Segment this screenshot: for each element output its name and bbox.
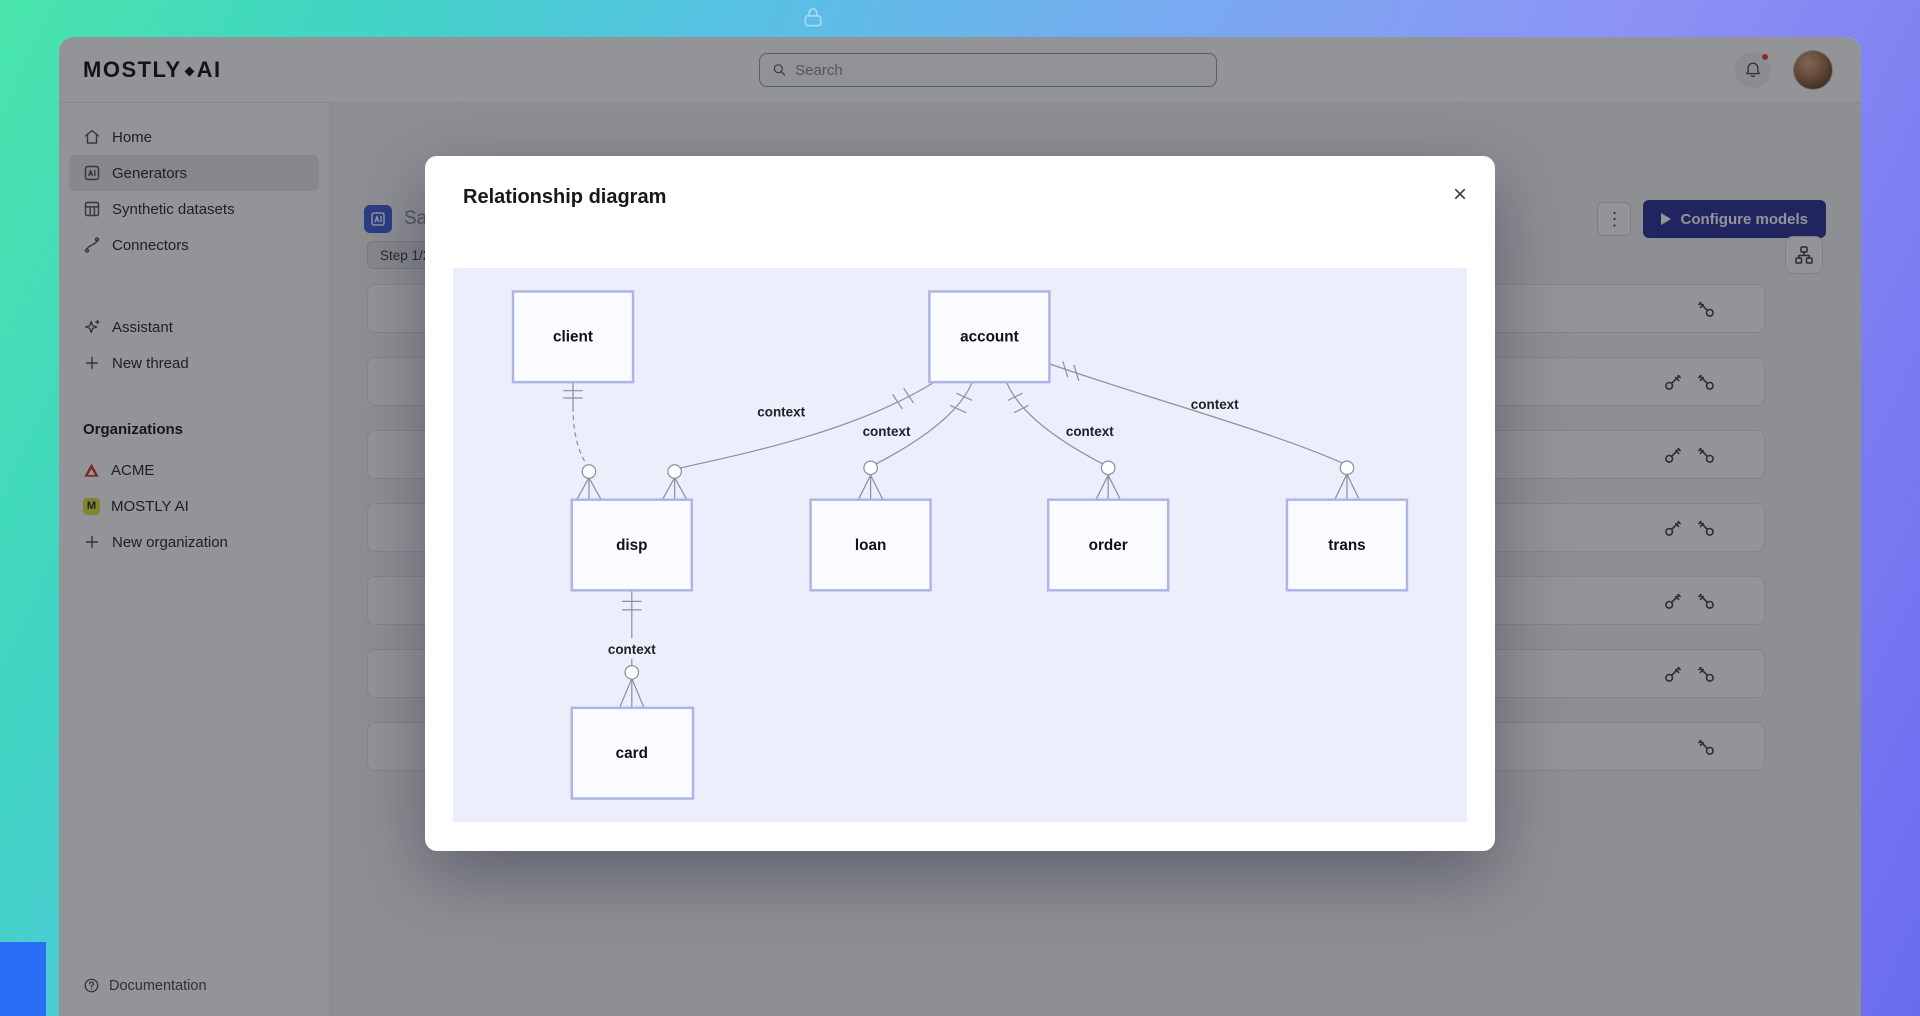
er-node-account[interactable]: account (928, 290, 1051, 384)
er-node-card[interactable]: card (570, 706, 695, 800)
er-edges (563, 361, 1360, 709)
svg-text:trans: trans (1328, 537, 1365, 554)
hierarchy-icon (1795, 246, 1813, 264)
app-window: MOSTLY AI Home (59, 37, 1861, 1016)
sidebar-item-generators[interactable]: Generators (69, 155, 319, 191)
logo-text-right: AI (196, 57, 222, 82)
sidebar-item-new-thread[interactable]: New thread (69, 345, 319, 381)
acme-logo (84, 463, 99, 477)
svg-text:client: client (553, 329, 593, 346)
er-node-loan[interactable]: loan (809, 498, 932, 592)
search-input[interactable] (795, 61, 1204, 79)
question-icon (84, 978, 99, 993)
edge-label: context (1066, 424, 1114, 439)
sidebar-item-synthetic-datasets[interactable]: Synthetic datasets (69, 191, 319, 227)
sidebar-item-label: ACME (111, 461, 155, 479)
er-node-disp[interactable]: disp (570, 498, 694, 592)
er-node-trans[interactable]: trans (1285, 498, 1409, 592)
generators-icon (84, 165, 100, 181)
sidebar-item-label: New organization (112, 533, 228, 551)
relationship-diagram-button[interactable] (1785, 236, 1823, 274)
er-node-client[interactable]: client (511, 290, 635, 384)
sidebar-item-connectors[interactable]: Connectors (69, 227, 319, 263)
plus-icon (85, 535, 99, 549)
cardinality-one-ticks (949, 392, 973, 414)
svg-text:card: card (616, 745, 648, 762)
edge-label: context (608, 642, 656, 657)
sidebar-item-label: Connectors (112, 236, 189, 254)
play-icon (1661, 213, 1672, 225)
configure-models-button[interactable]: Configure models (1643, 200, 1826, 238)
home-icon (84, 129, 100, 144)
logo-text-left: MOSTLY (83, 57, 182, 82)
sidebar-item-label: New thread (112, 354, 189, 372)
sidebar-item-label: Synthetic datasets (112, 200, 235, 218)
user-avatar[interactable] (1793, 50, 1833, 90)
close-button[interactable]: × (1452, 181, 1467, 208)
cardinality-one-ticks (1007, 392, 1029, 414)
sidebar-item-home[interactable]: Home (69, 119, 319, 155)
sidebar-item-org-acme[interactable]: ACME (69, 452, 319, 488)
edge-account-order (1005, 381, 1104, 465)
top-bar: MOSTLY AI (59, 37, 1861, 103)
sidebar-item-label: MOSTLY AI (111, 497, 189, 515)
cardinality-one-ticks (1062, 361, 1080, 382)
overflow-menu-button[interactable]: ⋮ (1597, 202, 1632, 236)
search-bar[interactable] (759, 53, 1217, 87)
notification-dot (1761, 53, 1769, 61)
edge-client-disp (572, 406, 587, 465)
generator-type-icon (364, 205, 392, 233)
relationship-diagram-modal: Relationship diagram × (425, 156, 1495, 851)
er-nodes: client account disp loan (511, 290, 1409, 800)
edge-account-loan (875, 381, 973, 465)
relationship-diagram: context context context context context … (453, 268, 1467, 822)
sidebar-item-new-organization[interactable]: New organization (69, 524, 319, 560)
crow-foot (1334, 473, 1360, 500)
synthetic-datasets-icon (84, 201, 100, 217)
background-blue-square (0, 942, 46, 1016)
er-diagram-canvas: context context context context context … (511, 290, 1409, 800)
sidebar-item-assistant[interactable]: Assistant (69, 309, 319, 345)
sidebar-item-label: Documentation (109, 977, 207, 994)
cardinality-one-ticks (892, 387, 914, 410)
notifications-button[interactable] (1735, 52, 1771, 88)
sidebar-item-documentation[interactable]: Documentation (83, 977, 207, 994)
configure-models-label: Configure models (1680, 210, 1808, 228)
svg-text:order: order (1089, 537, 1128, 554)
organizations-header: Organizations (83, 421, 184, 438)
crow-foot (618, 678, 645, 709)
svg-text:disp: disp (616, 537, 647, 554)
mostly-ai-logo[interactable]: MOSTLY AI (83, 57, 222, 83)
crow-foot (576, 477, 602, 500)
sidebar-item-label: Assistant (112, 318, 173, 336)
sidebar-item-label: Generators (112, 164, 188, 182)
bell-icon (1746, 62, 1760, 78)
search-icon (773, 64, 786, 76)
cardinality-one-ticks (563, 390, 583, 399)
sidebar: Home Generators Synthetic datasets Conne… (59, 103, 330, 1016)
crow-foot (661, 477, 688, 500)
mostly-ai-org-logo: M (83, 497, 100, 515)
modal-title: Relationship diagram (463, 186, 667, 208)
sidebar-item-org-mostly-ai[interactable]: M MOSTLY AI (69, 488, 319, 524)
edge-account-trans (1049, 363, 1343, 464)
edge-label: context (757, 404, 805, 419)
svg-text:loan: loan (855, 537, 886, 554)
edge-label: context (1191, 397, 1239, 412)
crow-foot (1095, 474, 1121, 500)
sparkle-icon (85, 319, 100, 334)
edge-account-disp (680, 381, 935, 469)
connectors-icon (84, 237, 100, 253)
background-lock-icon (800, 4, 826, 35)
crow-foot (857, 474, 884, 500)
optionality-circles (581, 460, 1355, 680)
cardinality-one-ticks (622, 600, 642, 611)
edge-label: context (863, 424, 911, 439)
er-node-order[interactable]: order (1046, 498, 1170, 592)
sidebar-item-label: Home (112, 128, 153, 146)
svg-text:account: account (960, 329, 1019, 346)
plus-icon (85, 356, 99, 370)
